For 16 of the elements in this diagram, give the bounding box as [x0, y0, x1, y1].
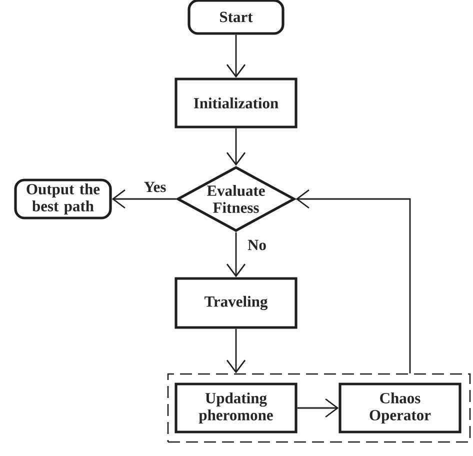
- terminal-box: Output the best path: [14, 178, 112, 220]
- terminal-box: Start: [188, 0, 284, 35]
- edge-label: Yes: [142, 180, 168, 194]
- process-box: Traveling: [174, 277, 298, 329]
- process-box: Chaos Operator: [338, 382, 462, 434]
- arrow: [297, 398, 339, 418]
- edge-label: No: [246, 238, 268, 252]
- arrow: [226, 34, 246, 78]
- process-box: Updating pheromone: [174, 382, 298, 434]
- dashed-group-box: [167, 373, 471, 443]
- arrow: [226, 328, 246, 374]
- arrow: [296, 189, 411, 374]
- process-box: Initialization: [174, 78, 298, 128]
- arrow: [226, 128, 246, 166]
- arrow: [112, 189, 176, 209]
- arrow: [226, 232, 246, 278]
